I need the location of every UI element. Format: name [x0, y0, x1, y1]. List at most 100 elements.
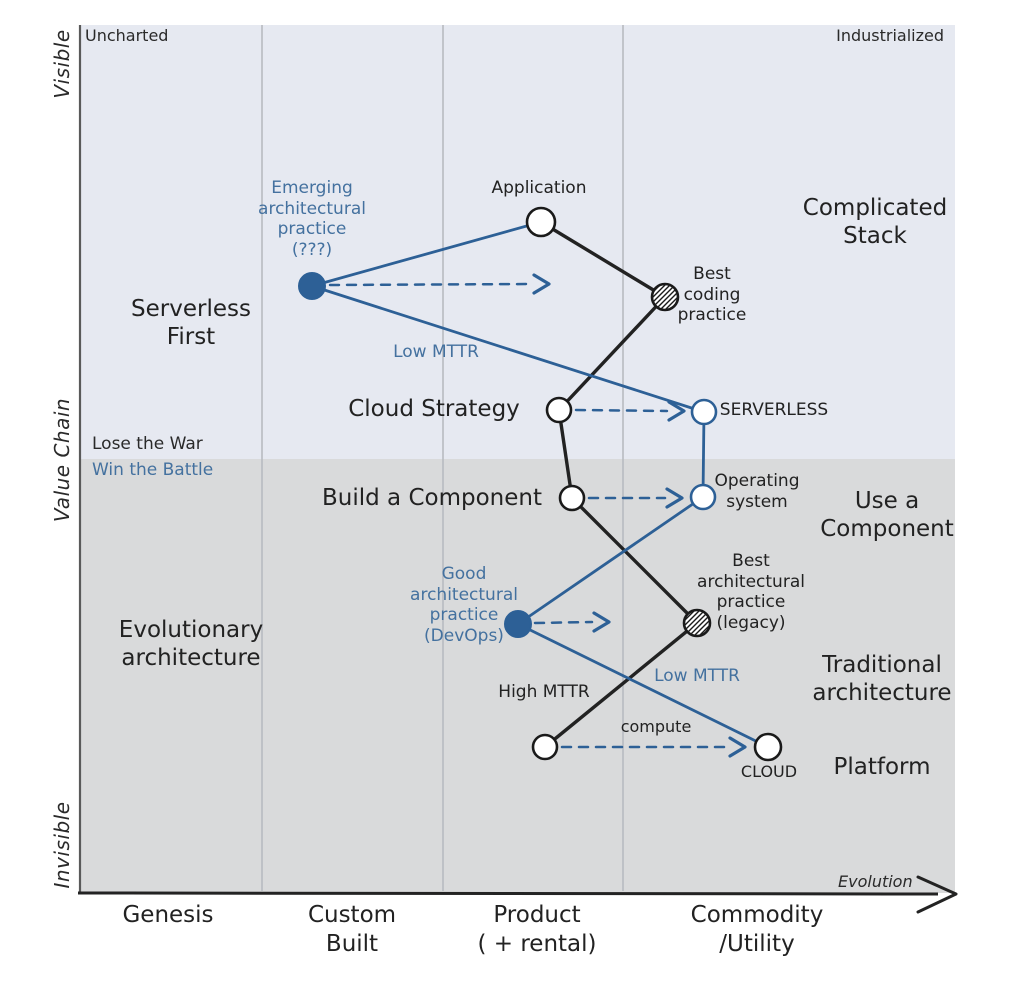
movement-arrow [533, 620, 594, 625]
label-line: architectural [258, 198, 366, 219]
label-line: Platform [833, 754, 931, 780]
band-uncharted [80, 25, 955, 459]
edge-best-coding-cloud-strategy [557, 295, 667, 412]
node-emerging [298, 272, 326, 300]
evolution-label: Evolution [838, 872, 913, 891]
label-line: Emerging [271, 178, 353, 198]
stage-label-line: Custom [307, 902, 397, 928]
node-platform-node [531, 733, 559, 761]
node-cloud [753, 732, 783, 762]
edge-operating-system-devops [516, 495, 705, 626]
low-mttr-lower: Low MTTR [654, 666, 740, 687]
label-line: (legacy) [716, 613, 786, 634]
win-the-battle-label: Win the Battle [92, 460, 214, 480]
movement-arrowhead [728, 736, 747, 758]
cloud-strategy-label: Cloud Strategy [348, 395, 520, 423]
stage-label-line: ( + rental) [477, 930, 597, 957]
node-devops [504, 610, 532, 638]
label-line: First [166, 324, 216, 351]
serverless-node-label: SERVERLESS [720, 400, 828, 421]
label-line: system [726, 491, 788, 512]
compute-label: compute [621, 717, 692, 737]
label-line: Good [441, 564, 487, 584]
stage-label-line: /Utility [719, 930, 795, 957]
label-line: Low MTTR [393, 342, 479, 362]
industrialized-label: Industrialized [836, 26, 944, 45]
label-line: practice [429, 605, 499, 626]
high-mttr: High MTTR [498, 682, 589, 703]
label-line: Low MTTR [654, 666, 740, 686]
movement-arrowhead [667, 400, 686, 422]
edge-build-component-legacy [570, 496, 699, 625]
label-line: SERVERLESS [719, 400, 829, 420]
label-line: Build a Component [322, 485, 542, 511]
uncharted-label: Uncharted [85, 26, 169, 45]
label-line: practice [677, 305, 747, 326]
stage-label: Genesis [122, 901, 213, 930]
application-label: Application [492, 178, 587, 199]
label-line: Use a [854, 488, 920, 514]
edge-devops-cloud [516, 622, 770, 749]
stage-label: Commodity/Utility [691, 901, 824, 959]
edge-emerging-application [310, 220, 543, 288]
node-best-coding [650, 282, 680, 312]
label-line: High MTTR [498, 682, 590, 702]
low-mttr-upper: Low MTTR [393, 342, 479, 363]
label-line: Best [693, 264, 731, 284]
y-axis-label-visible: Visible [50, 29, 74, 99]
y-axis-label-invisible: Invisible [50, 801, 74, 889]
label-line: Operating [714, 471, 800, 491]
build-component-label: Build a Component [322, 484, 542, 512]
label-line: Best [732, 551, 770, 571]
label-line: practice [716, 592, 786, 613]
movement-arrow [574, 408, 669, 413]
node-legacy [682, 608, 712, 638]
label-line: architectural [697, 571, 805, 592]
node-application [525, 206, 557, 238]
label-line: architecture [812, 680, 952, 707]
label-line: Component [820, 516, 954, 543]
lose-the-war-label: Lose the War [92, 434, 203, 454]
label-line: Complicated [802, 195, 948, 221]
label-line: Serverless [131, 296, 251, 322]
label-line: compute [620, 717, 692, 736]
label-line: Application [491, 178, 587, 198]
stage-label-line: Product [493, 902, 581, 928]
stage-label-line: Built [325, 930, 379, 957]
movement-arrowhead [532, 273, 551, 295]
label-line: architectural [410, 584, 518, 605]
label-line: coding [683, 284, 741, 305]
stage-label-line: Genesis [122, 902, 214, 928]
edge-serverless-operating-system [701, 410, 706, 499]
cloud-node-label: CLOUD [741, 762, 797, 782]
edge-emerging-serverless [310, 284, 706, 414]
movement-arrowhead [665, 487, 684, 509]
y-axis-label-value-chain: Value Chain [50, 397, 74, 523]
edge-cloud-strategy-build-component [557, 408, 574, 500]
label-line: Cloud Strategy [348, 396, 520, 422]
label-line: (DevOps) [424, 626, 504, 647]
band-industrialized [80, 459, 955, 893]
node-serverless [690, 398, 718, 426]
label-line: (???) [291, 240, 333, 261]
label-line: practice [277, 219, 347, 240]
evolution-arrowhead [916, 875, 958, 914]
stage-label-line: Commodity [690, 902, 824, 928]
platform-label: Platform [834, 753, 931, 781]
label-line: Evolutionary [118, 617, 264, 643]
movement-arrow [328, 282, 534, 287]
movement-arrowhead [592, 611, 611, 633]
